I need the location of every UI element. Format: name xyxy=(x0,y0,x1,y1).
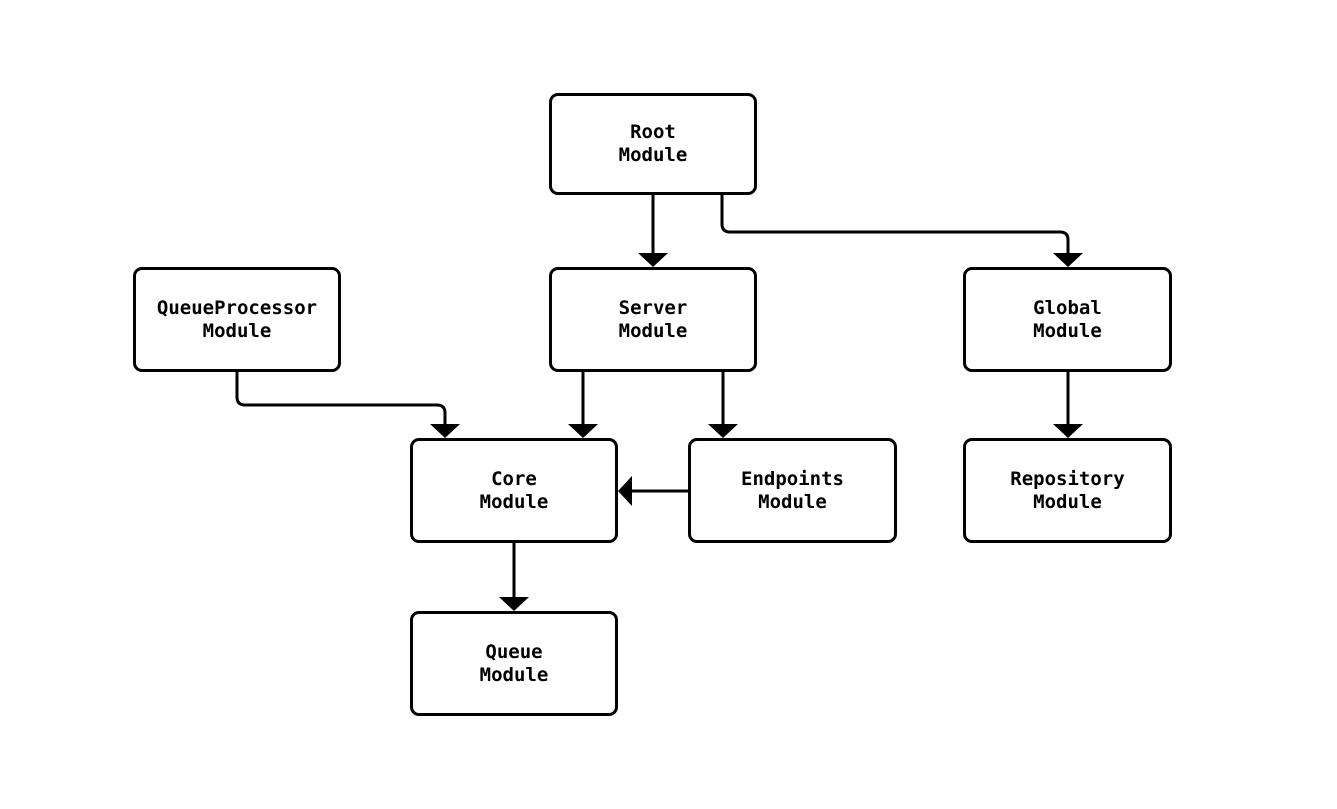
arrowhead-root-global xyxy=(1053,253,1083,267)
node-label-global: Global Module xyxy=(1033,296,1102,342)
arrowhead-root-server xyxy=(638,253,668,267)
arrowhead-server-endpoints xyxy=(708,424,738,438)
node-label-server: Server Module xyxy=(618,296,688,342)
edge-root-global xyxy=(720,195,1070,253)
node-root: Root Module xyxy=(549,93,757,195)
arrowhead-global-repository xyxy=(1053,424,1083,438)
arrowhead-queueprocessor-core xyxy=(430,424,460,438)
node-core: Core Module xyxy=(410,438,618,543)
node-queueprocessor: QueueProcessor Module xyxy=(133,267,341,372)
node-server: Server Module xyxy=(549,267,757,372)
arrowhead-server-core xyxy=(568,424,598,438)
edge-queueprocessor-core xyxy=(235,372,447,424)
node-endpoints: Endpoints Module xyxy=(688,438,897,543)
arrowhead-endpoints-core xyxy=(618,476,632,506)
node-label-core: Core Module xyxy=(479,467,549,513)
node-global: Global Module xyxy=(963,267,1172,372)
node-label-repository: Repository Module xyxy=(1010,467,1125,513)
node-repository: Repository Module xyxy=(963,438,1172,543)
node-label-queueprocessor: QueueProcessor Module xyxy=(156,296,318,342)
node-label-queue: Queue Module xyxy=(479,640,549,686)
arrowhead-core-queue xyxy=(499,597,529,611)
node-queue: Queue Module xyxy=(410,611,618,716)
node-label-endpoints: Endpoints Module xyxy=(741,467,844,513)
node-label-root: Root Module xyxy=(618,121,688,166)
